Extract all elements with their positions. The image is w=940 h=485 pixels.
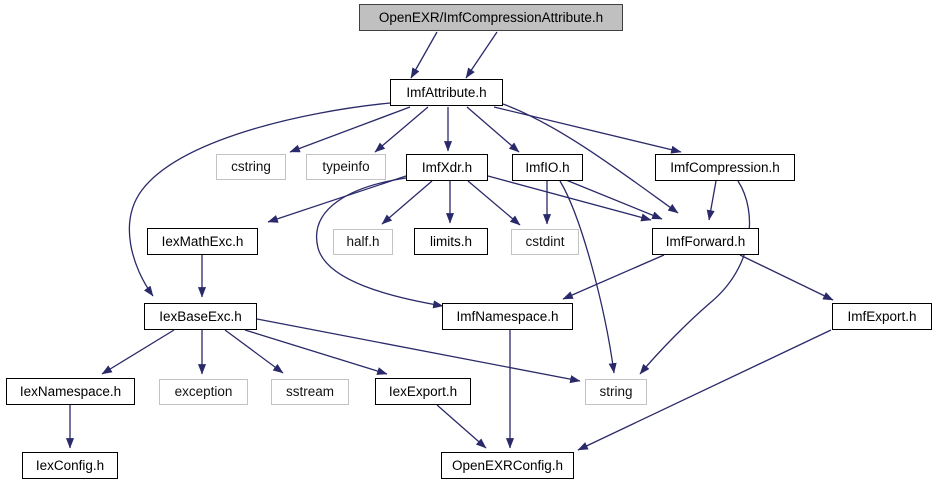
node-label: ImfForward.h: [665, 233, 746, 249]
node-label: IexExport.h: [388, 383, 458, 399]
node-label: IexMathExc.h: [161, 233, 244, 249]
node-half[interactable]: half.h: [333, 229, 393, 255]
node-imfxdr[interactable]: ImfXdr.h: [406, 154, 488, 181]
node-label: IexBaseExc.h: [159, 308, 242, 324]
node-label: ImfXdr.h: [421, 159, 473, 175]
edge-root-to-imfattribute: [465, 31, 498, 79]
edge-imfxdr-to-imfforward: [487, 175, 652, 222]
edges-group: [65, 31, 834, 451]
edge-imfcompression-to-string: [639, 180, 751, 375]
node-label: OpenEXRConfig.h: [451, 457, 564, 473]
edge-imfforward-to-imfexport: [739, 254, 834, 301]
node-label: cstring: [231, 159, 271, 175]
node-label: IexNamespace.h: [19, 383, 122, 399]
edge-iexbaseexc-to-iexexport: [244, 329, 388, 375]
node-root[interactable]: OpenEXR/ImfCompressionAttribute.h: [359, 4, 623, 31]
node-cstdint[interactable]: cstdint: [511, 229, 579, 255]
node-imfio[interactable]: ImfIO.h: [512, 154, 583, 181]
node-imfattribute[interactable]: ImfAttribute.h: [390, 79, 503, 106]
edge-imfattribute-to-typeinfo: [374, 106, 429, 153]
edge-imfxdr-to-cstdint: [467, 180, 521, 226]
node-sstream[interactable]: sstream: [271, 379, 349, 405]
node-openexrconfig[interactable]: OpenEXRConfig.h: [441, 452, 574, 479]
node-label: typeinfo: [322, 159, 370, 175]
edge-iexbaseexc-to-sstream: [224, 329, 284, 374]
node-string[interactable]: string: [585, 379, 647, 405]
node-imfnamespace[interactable]: ImfNamespace.h: [442, 303, 573, 330]
edge-imfexport-to-openexrconfig: [577, 329, 832, 451]
edge-imfattribute-to-cstring: [289, 106, 411, 153]
edge-root-to-imfattribute: [410, 31, 438, 79]
node-label: limits.h: [429, 233, 472, 249]
node-label: string: [599, 384, 633, 400]
node-cstring[interactable]: cstring: [216, 154, 286, 180]
node-typeinfo[interactable]: typeinfo: [306, 154, 386, 180]
edge-imfcompression-to-imfforward: [706, 180, 717, 221]
edge-imfxdr-to-iexmathexc: [267, 175, 407, 223]
edge-imfattribute-to-iexbaseexc: [128, 102, 391, 297]
node-label: ImfCompression.h: [670, 159, 780, 175]
edge-imfxdr-to-half: [381, 180, 433, 225]
edge-imfio-to-string: [559, 180, 617, 374]
node-iexmathexc[interactable]: IexMathExc.h: [147, 228, 258, 255]
node-imfexport[interactable]: ImfExport.h: [832, 303, 932, 330]
node-iexconfig[interactable]: IexConfig.h: [22, 452, 118, 479]
node-label: ImfNamespace.h: [456, 308, 559, 324]
node-label: IexConfig.h: [35, 457, 105, 473]
node-iexexport[interactable]: IexExport.h: [375, 378, 471, 405]
edge-iexbaseexc-to-iexnamespace: [101, 329, 175, 375]
node-imfforward[interactable]: ImfForward.h: [652, 228, 759, 255]
node-label: ImfExport.h: [847, 308, 917, 324]
edge-imfattribute-to-imfforward: [502, 103, 679, 214]
node-label: exception: [174, 384, 233, 400]
node-label: ImfIO.h: [525, 159, 570, 175]
node-iexnamespace[interactable]: IexNamespace.h: [6, 378, 135, 405]
node-imfcompression[interactable]: ImfCompression.h: [655, 154, 795, 181]
node-iexbaseexc[interactable]: IexBaseExc.h: [144, 303, 257, 330]
edge-imfforward-to-imfnamespace: [562, 254, 665, 300]
node-label: ImfAttribute.h: [406, 84, 487, 100]
node-label: cstdint: [525, 234, 565, 250]
node-limits[interactable]: limits.h: [414, 228, 488, 255]
edge-imfio-to-imfforward: [565, 179, 663, 220]
node-exception[interactable]: exception: [159, 379, 248, 405]
node-label: half.h: [346, 234, 380, 250]
edge-imfattribute-to-imfio: [466, 106, 520, 153]
node-label: sstream: [285, 384, 334, 400]
edge-iexbaseexc-to-string: [256, 318, 581, 384]
edge-imfattribute-to-imfcompression: [493, 106, 682, 154]
edge-iexexport-to-openexrconfig: [436, 404, 487, 449]
edge-imfxdr-to-imfnamespace: [315, 177, 444, 309]
node-label: OpenEXR/ImfCompressionAttribute.h: [378, 9, 604, 25]
